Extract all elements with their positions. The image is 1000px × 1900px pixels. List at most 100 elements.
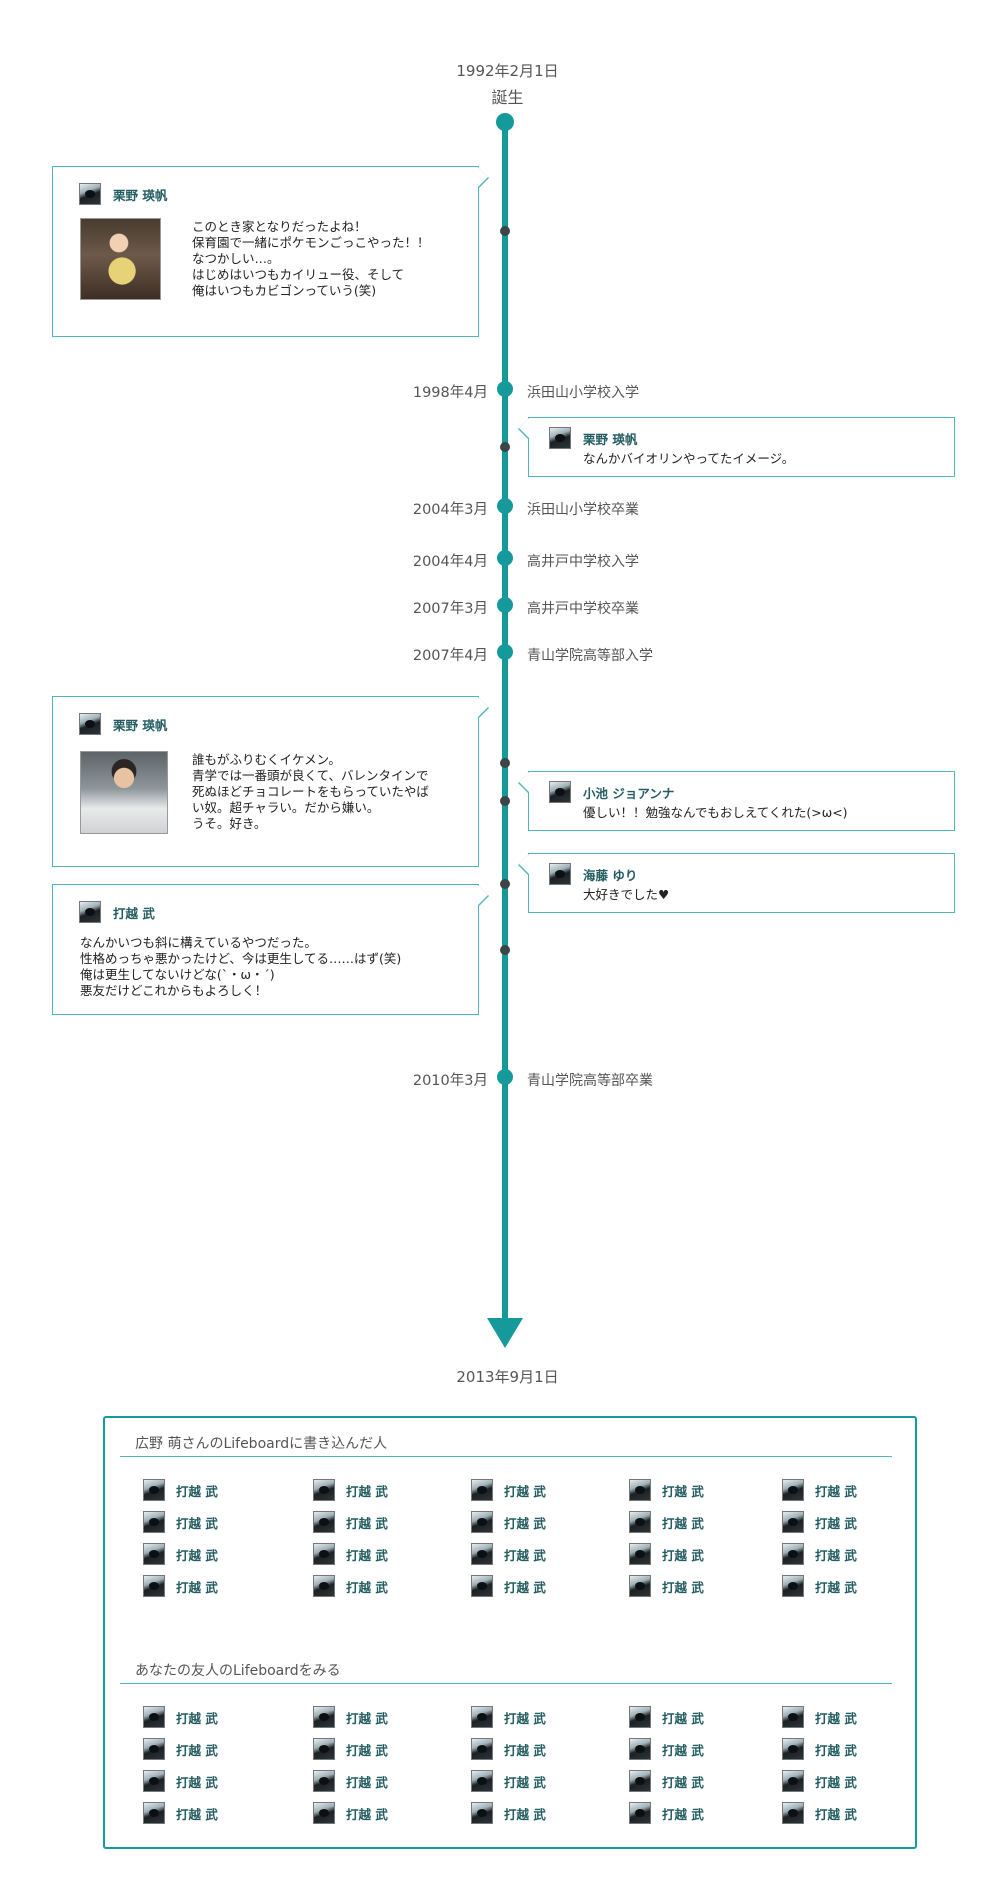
event-dot[interactable]	[497, 381, 513, 397]
comment-dot[interactable]	[500, 796, 510, 806]
friend-name[interactable]: 打越 武	[504, 1547, 546, 1563]
avatar[interactable]	[471, 1802, 493, 1824]
friend-link[interactable]: 打越 武	[629, 1506, 782, 1538]
friend-name[interactable]: 打越 武	[176, 1579, 218, 1595]
friend-link[interactable]: 打越 武	[782, 1570, 883, 1602]
friend-link[interactable]: 打越 武	[313, 1474, 471, 1506]
avatar[interactable]	[143, 1511, 165, 1533]
friend-link[interactable]: 打越 武	[471, 1765, 629, 1797]
friend-name[interactable]: 打越 武	[662, 1710, 704, 1726]
friend-name[interactable]: 打越 武	[346, 1515, 388, 1531]
avatar[interactable]	[143, 1770, 165, 1792]
friend-link[interactable]: 打越 武	[629, 1733, 782, 1765]
friend-name[interactable]: 打越 武	[176, 1515, 218, 1531]
friend-link[interactable]: 打越 武	[313, 1797, 471, 1829]
friend-link[interactable]: 打越 武	[313, 1733, 471, 1765]
avatar[interactable]	[79, 901, 101, 923]
avatar[interactable]	[143, 1479, 165, 1501]
comment-author[interactable]: 海藤 ゆり	[583, 867, 638, 883]
avatar[interactable]	[782, 1706, 804, 1728]
avatar[interactable]	[313, 1738, 335, 1760]
friend-link[interactable]: 打越 武	[782, 1538, 883, 1570]
child-photo[interactable]	[80, 218, 161, 300]
avatar[interactable]	[549, 427, 571, 449]
avatar[interactable]	[629, 1706, 651, 1728]
friend-link[interactable]: 打越 武	[143, 1474, 313, 1506]
comment-card[interactable]: 打越 武 なんかいつも斜に構えているやつだった。 性格めっちゃ悪かったけど、今は…	[52, 884, 489, 1015]
comment-dot[interactable]	[500, 442, 510, 452]
friend-link[interactable]: 打越 武	[782, 1701, 883, 1733]
friend-name[interactable]: 打越 武	[815, 1710, 857, 1726]
avatar[interactable]	[313, 1770, 335, 1792]
avatar[interactable]	[629, 1575, 651, 1597]
comment-card[interactable]: 栗野 瑛帆 誰もがふりむくイケメン。 青学では一番頭が良くて、バレンタインで 死…	[52, 696, 489, 867]
avatar[interactable]	[782, 1738, 804, 1760]
friend-link[interactable]: 打越 武	[471, 1474, 629, 1506]
avatar[interactable]	[549, 863, 571, 885]
friend-name[interactable]: 打越 武	[662, 1742, 704, 1758]
friend-name[interactable]: 打越 武	[346, 1742, 388, 1758]
friend-name[interactable]: 打越 武	[662, 1579, 704, 1595]
friend-name[interactable]: 打越 武	[176, 1710, 218, 1726]
friend-link[interactable]: 打越 武	[629, 1797, 782, 1829]
event-dot[interactable]	[497, 550, 513, 566]
comment-dot[interactable]	[500, 758, 510, 768]
friend-name[interactable]: 打越 武	[815, 1742, 857, 1758]
avatar[interactable]	[143, 1575, 165, 1597]
event-dot[interactable]	[497, 498, 513, 514]
avatar[interactable]	[629, 1802, 651, 1824]
friend-link[interactable]: 打越 武	[143, 1797, 313, 1829]
avatar[interactable]	[313, 1706, 335, 1728]
friend-name[interactable]: 打越 武	[662, 1515, 704, 1531]
friend-link[interactable]: 打越 武	[782, 1474, 883, 1506]
friend-link[interactable]: 打越 武	[471, 1797, 629, 1829]
avatar[interactable]	[143, 1738, 165, 1760]
comment-card[interactable]: 海藤 ゆり 大好きでした♥	[518, 853, 955, 913]
friend-name[interactable]: 打越 武	[504, 1742, 546, 1758]
comment-author[interactable]: 打越 武	[113, 905, 155, 921]
friend-link[interactable]: 打越 武	[782, 1506, 883, 1538]
friend-name[interactable]: 打越 武	[346, 1774, 388, 1790]
avatar[interactable]	[629, 1511, 651, 1533]
friend-link[interactable]: 打越 武	[313, 1538, 471, 1570]
avatar[interactable]	[313, 1802, 335, 1824]
avatar[interactable]	[471, 1706, 493, 1728]
comment-dot[interactable]	[500, 945, 510, 955]
avatar[interactable]	[782, 1511, 804, 1533]
friend-link[interactable]: 打越 武	[313, 1570, 471, 1602]
friend-name[interactable]: 打越 武	[815, 1515, 857, 1531]
friend-name[interactable]: 打越 武	[662, 1774, 704, 1790]
boy-photo[interactable]	[80, 751, 168, 834]
friend-link[interactable]: 打越 武	[782, 1733, 883, 1765]
friend-link[interactable]: 打越 武	[471, 1733, 629, 1765]
friend-name[interactable]: 打越 武	[504, 1710, 546, 1726]
avatar[interactable]	[471, 1738, 493, 1760]
friend-name[interactable]: 打越 武	[504, 1579, 546, 1595]
friend-link[interactable]: 打越 武	[471, 1506, 629, 1538]
avatar[interactable]	[471, 1543, 493, 1565]
avatar[interactable]	[782, 1479, 804, 1501]
friend-link[interactable]: 打越 武	[143, 1538, 313, 1570]
comment-author[interactable]: 小池 ジョアンナ	[583, 785, 675, 801]
avatar[interactable]	[629, 1543, 651, 1565]
friend-name[interactable]: 打越 武	[346, 1547, 388, 1563]
friend-name[interactable]: 打越 武	[346, 1579, 388, 1595]
comment-author[interactable]: 栗野 瑛帆	[583, 431, 638, 447]
friend-link[interactable]: 打越 武	[143, 1506, 313, 1538]
comment-dot[interactable]	[500, 879, 510, 889]
avatar[interactable]	[143, 1802, 165, 1824]
avatar[interactable]	[629, 1770, 651, 1792]
friend-name[interactable]: 打越 武	[815, 1806, 857, 1822]
friend-name[interactable]: 打越 武	[176, 1774, 218, 1790]
friend-link[interactable]: 打越 武	[143, 1570, 313, 1602]
comment-card[interactable]: 栗野 瑛帆 なんかバイオリンやってたイメージ。	[518, 417, 955, 477]
comment-card[interactable]: 小池 ジョアンナ 優しい！！勉強なんでもおしえてくれた(>ω<)	[518, 771, 955, 831]
friend-name[interactable]: 打越 武	[662, 1806, 704, 1822]
avatar[interactable]	[313, 1543, 335, 1565]
avatar[interactable]	[629, 1738, 651, 1760]
friend-link[interactable]: 打越 武	[313, 1701, 471, 1733]
avatar[interactable]	[471, 1511, 493, 1533]
avatar[interactable]	[471, 1575, 493, 1597]
event-dot[interactable]	[497, 644, 513, 660]
avatar[interactable]	[313, 1479, 335, 1501]
